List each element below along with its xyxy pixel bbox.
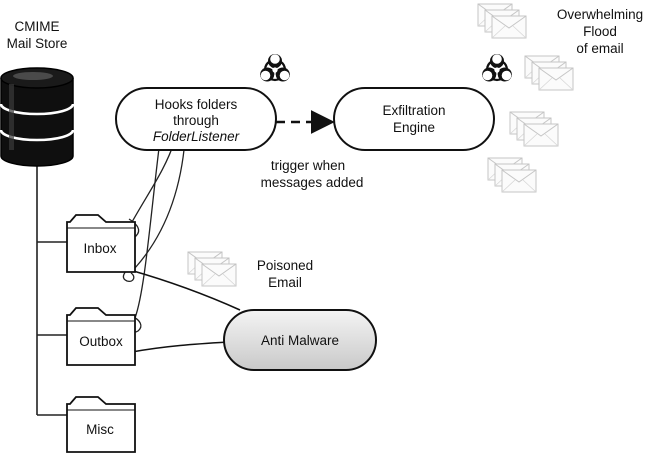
envelope-icon [510, 112, 558, 146]
store-title-line2: Mail Store [7, 36, 68, 51]
flood-label-line1: Overwhelming [557, 7, 643, 22]
envelope-icon [488, 158, 536, 192]
folder-icon [66, 214, 136, 273]
hooks-folders-node: Hooks folders through FolderListener [115, 87, 277, 151]
tree-connectors [36, 160, 67, 416]
envelope-icon [478, 4, 526, 38]
hook-lines [131, 139, 186, 319]
store-title-line1: CMIME [15, 19, 60, 34]
anti-malware-node: Anti Malware [223, 309, 377, 371]
folder-inbox[interactable]: Inbox [66, 214, 136, 273]
trigger-label-line2: messages added [261, 175, 364, 190]
exfil-line1: Exfiltration [382, 103, 445, 118]
hooks-line2: through [173, 113, 219, 128]
biohazard-icon [481, 52, 513, 83]
folder-inbox-label: Inbox [83, 241, 116, 256]
folder-icon [66, 396, 136, 453]
email-flood [478, 4, 573, 192]
folder-outbox[interactable]: Outbox [66, 307, 136, 366]
antimalware-links [129, 269, 241, 353]
folder-outbox-label: Outbox [79, 334, 123, 349]
hooks-line1: Hooks folders [155, 97, 238, 112]
exfil-line2: Engine [393, 120, 435, 135]
folder-misc-label: Misc [86, 422, 114, 437]
poisoned-label-line1: Poisoned [257, 258, 313, 273]
trigger-label-line1: trigger when [271, 158, 345, 173]
envelope-icon [525, 56, 573, 90]
poisoned-label-line2: Email [268, 275, 302, 290]
flood-label-line3: of email [576, 41, 623, 56]
folder-misc[interactable]: Misc [66, 396, 136, 453]
flood-label-line2: Flood [583, 24, 617, 39]
database-icon [0, 67, 75, 167]
hooks-line3: FolderListener [153, 129, 240, 144]
biohazard-icon [259, 52, 291, 83]
anti-malware-label: Anti Malware [261, 333, 339, 348]
exfiltration-engine-node: Exfiltration Engine [333, 87, 495, 151]
envelope-icon [188, 252, 236, 286]
folder-icon [66, 307, 136, 366]
